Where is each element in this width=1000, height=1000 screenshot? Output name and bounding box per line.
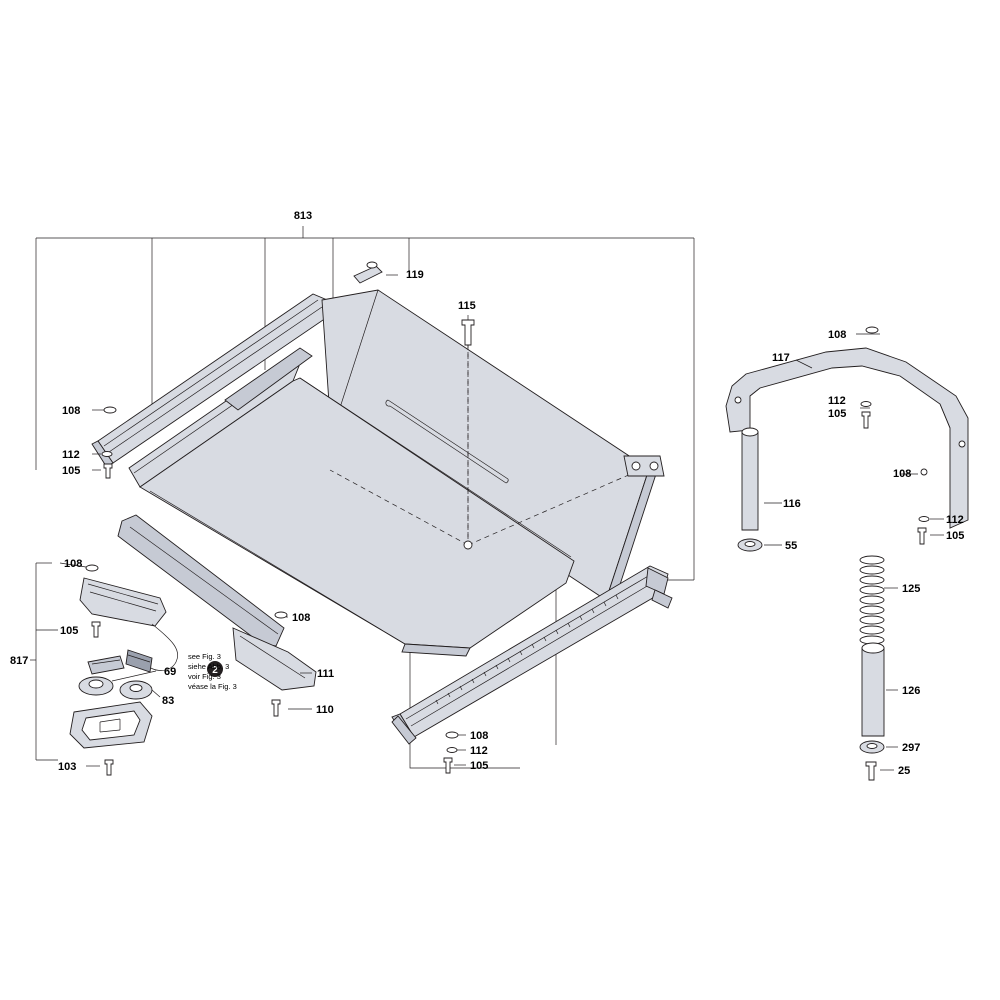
callout-813: 813 xyxy=(294,210,312,222)
callout-108-left-top: 108 xyxy=(62,405,80,417)
callout-297: 297 xyxy=(902,742,920,754)
callout-105-left: 105 xyxy=(62,465,80,477)
callout-125: 125 xyxy=(902,583,920,595)
callout-117: 117 xyxy=(772,352,790,364)
callout-112-left: 112 xyxy=(62,449,80,461)
part-126-post xyxy=(861,642,898,737)
callout-105-guard: 105 xyxy=(60,625,78,637)
figure-reference-note: see Fig. 3 siehe Abb. 3 voir Fig. 3 véas… xyxy=(188,652,237,691)
callout-108-bottom: 108 xyxy=(470,730,488,742)
part-125-spring xyxy=(859,555,898,645)
callout-108-arm-right: 108 xyxy=(893,468,911,480)
fasteners-left xyxy=(92,406,117,479)
callout-105-bottom: 105 xyxy=(470,760,488,772)
callout-labels: 813 119 115 108 112 105 108 108 105 817 … xyxy=(10,210,964,777)
callout-105-arm: 105 xyxy=(828,408,846,420)
callout-108-guard: 108 xyxy=(64,558,82,570)
callout-112-bottom: 112 xyxy=(470,745,488,757)
callout-108-fence: 108 xyxy=(292,612,310,624)
callout-108-arm-top: 108 xyxy=(828,329,846,341)
note-line-3: véase la Fig. 3 xyxy=(188,682,237,691)
callout-112-arm-right: 112 xyxy=(946,514,964,526)
part-115-bolt xyxy=(461,315,475,550)
callout-69: 69 xyxy=(164,666,176,678)
part-297-washer xyxy=(859,740,898,754)
callout-817: 817 xyxy=(10,655,28,667)
part-116-post xyxy=(737,427,782,552)
callout-112-arm: 112 xyxy=(828,395,846,407)
note-line-2: voir Fig. 3 xyxy=(188,672,221,681)
bubble-number: 2 xyxy=(212,665,218,676)
callout-55: 55 xyxy=(785,540,797,552)
figure-reference-bubble: 2 xyxy=(207,661,223,677)
callout-105-arm-right: 105 xyxy=(946,530,964,542)
callout-83: 83 xyxy=(162,695,174,707)
callout-115: 115 xyxy=(458,300,476,312)
part-119 xyxy=(353,261,398,284)
assembly-frame-lines xyxy=(35,226,695,769)
part-111-fence xyxy=(271,611,312,717)
callout-119: 119 xyxy=(406,269,424,281)
callout-126: 126 xyxy=(902,685,920,697)
part-117-support-arm xyxy=(725,326,969,545)
part-817-guard-assembly xyxy=(30,514,317,776)
note-line-1: siehe Abb. 3 xyxy=(188,662,229,671)
fasteners-bottom xyxy=(443,731,466,774)
callout-25: 25 xyxy=(898,765,910,777)
callout-110: 110 xyxy=(316,704,334,716)
part-25-screw xyxy=(865,761,894,781)
callout-116: 116 xyxy=(783,498,801,510)
callout-103: 103 xyxy=(58,761,76,773)
note-line-0: see Fig. 3 xyxy=(188,652,221,661)
part-813-table-assembly xyxy=(91,289,673,745)
callout-111: 111 xyxy=(317,668,334,680)
